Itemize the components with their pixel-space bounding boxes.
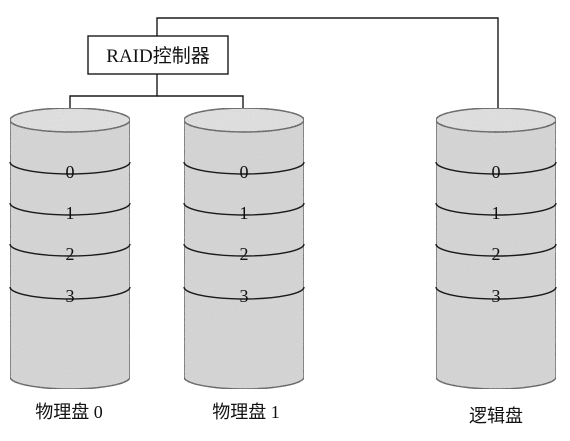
block-divider [183,202,305,216]
disk-label: 物理盘 1 [212,402,280,422]
raid-controller-box [87,35,229,75]
block-label: 2 [66,244,75,264]
block-label: 2 [240,244,249,264]
block-label: 1 [66,203,75,223]
physical-disk-0: 0 1 2 3 物理盘 0 [9,107,131,422]
block-label: 2 [492,244,501,264]
block-divider [183,286,305,300]
block-label: 3 [66,286,75,306]
disk-top [435,107,557,133]
block-divider [435,243,557,257]
block-divider [435,202,557,216]
block-divider [9,161,131,175]
raid-controller-label: RAID控制器 [106,45,209,67]
disk-label: 物理盘 0 [35,402,103,422]
disk-top [9,107,131,133]
controller-to-logical-disk-line [156,17,499,128]
logical-disk: 0 1 2 3 逻辑盘 [435,107,557,426]
block-divider [435,161,557,175]
block-divider [9,202,131,216]
block-divider [435,286,557,300]
physical-disk-1: 0 1 2 3 物理盘 1 [183,107,305,422]
disk-body [9,119,131,390]
disk-top [183,107,305,133]
block-label: 0 [492,162,501,182]
block-label: 0 [66,162,75,182]
disk-body [435,119,557,390]
disk-label: 逻辑盘 [469,406,523,426]
block-label: 1 [240,203,249,223]
block-divider [9,243,131,257]
block-label: 0 [240,162,249,182]
block-label: 1 [492,203,501,223]
raid-controller: RAID控制器 [87,35,229,75]
block-divider [183,243,305,257]
block-divider [9,286,131,300]
block-divider [183,161,305,175]
block-label: 3 [240,286,249,306]
disk-body [183,119,305,390]
block-label: 3 [492,286,501,306]
